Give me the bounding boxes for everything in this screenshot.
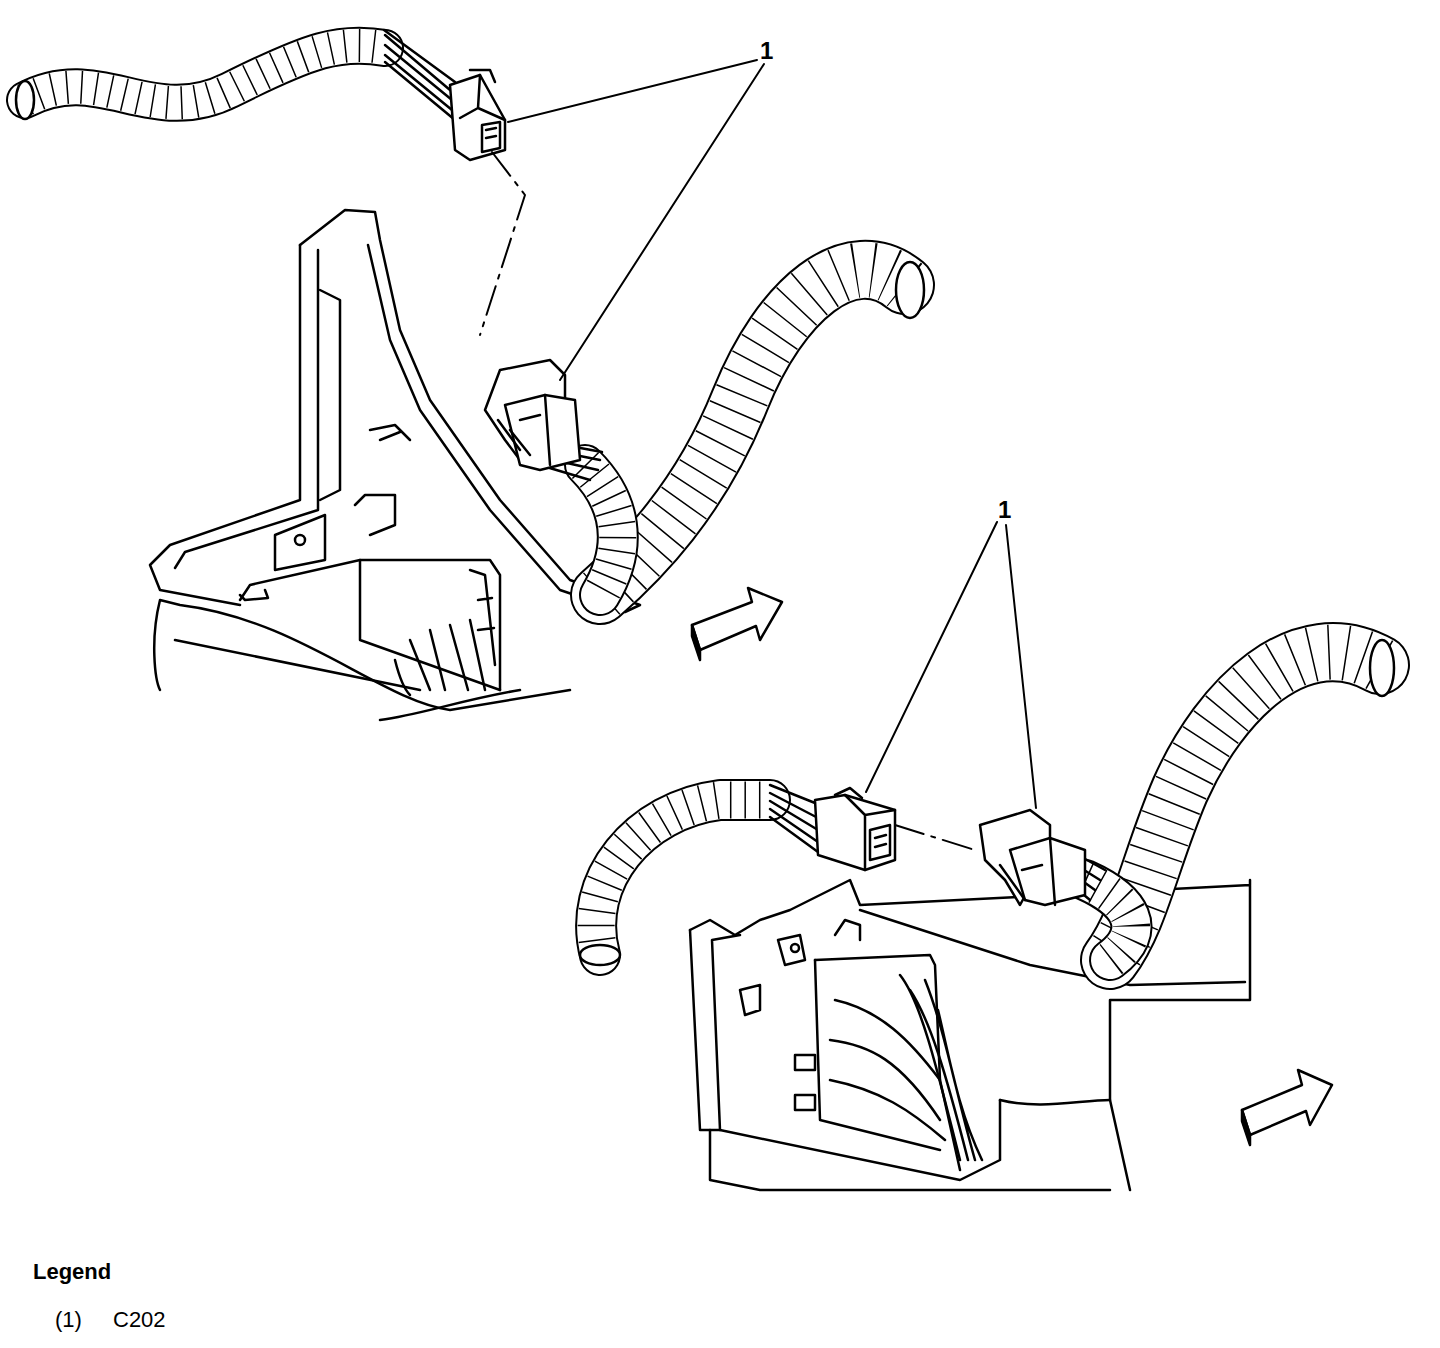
- upper-bracket: [150, 210, 640, 720]
- lower-module: [690, 880, 1250, 1190]
- view-arrow: [692, 588, 1332, 1145]
- leader-line: [508, 60, 1036, 808]
- legend-callout: (1): [55, 1308, 82, 1332]
- callout-number: 1: [998, 497, 1011, 523]
- c202-connectors: [384, 30, 1105, 905]
- mating-line: [480, 152, 975, 850]
- callout-number: 1: [760, 38, 773, 64]
- connector-name: C202: [113, 1308, 166, 1332]
- wire-harness: [16, 45, 1394, 965]
- legend-heading: Legend: [33, 1260, 111, 1284]
